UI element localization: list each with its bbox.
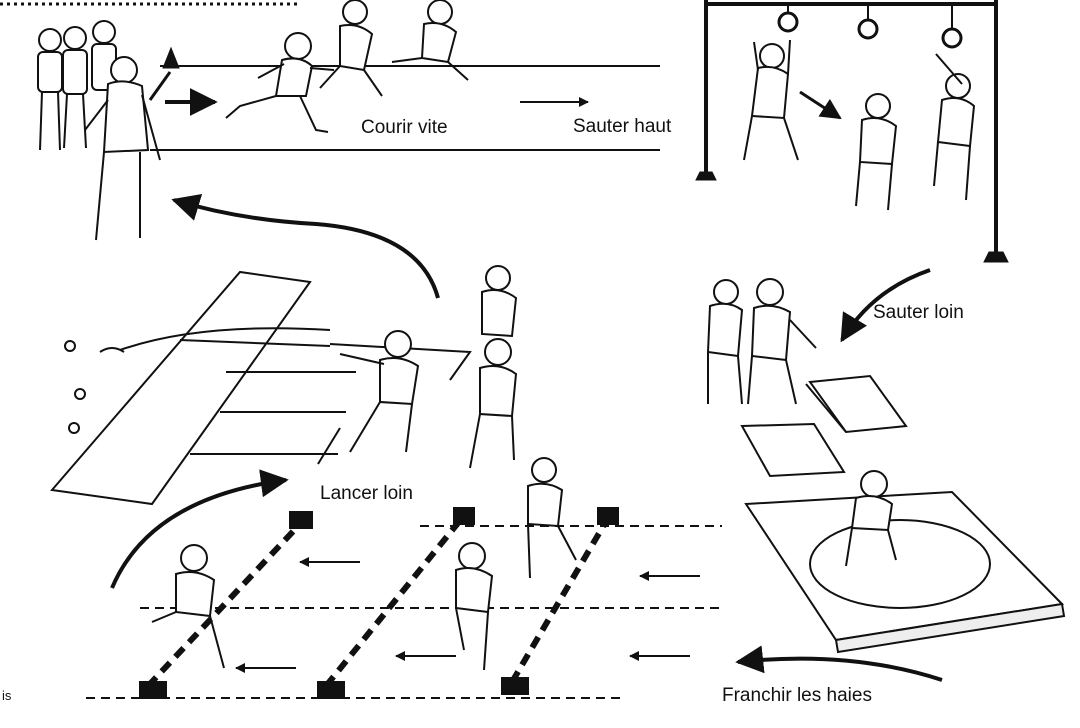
arrow-to-hurdles	[735, 645, 943, 682]
runners	[225, 0, 469, 133]
start-cone	[162, 46, 180, 69]
hurdles-lanes	[86, 525, 722, 699]
running-track	[148, 46, 660, 151]
high-jump-frame	[695, 0, 1009, 263]
label-franchir-les-haies: Franchir les haies	[722, 685, 872, 706]
label-courir-vite: Courir vite	[361, 117, 448, 138]
hurdles	[139, 507, 619, 699]
children-waiting	[37, 20, 161, 241]
long-jumpers	[706, 278, 897, 567]
start-pole	[148, 71, 172, 101]
label-lancer-loin: Lancer loin	[320, 483, 413, 504]
high-jumpers	[743, 39, 976, 211]
corner-text-fragment: is	[2, 688, 12, 703]
arrow-to-long-jump	[840, 268, 931, 343]
ring-1	[777, 11, 799, 33]
label-sauter-loin: Sauter loin	[873, 302, 964, 323]
hurdlers	[151, 457, 577, 671]
throwing-area	[50, 270, 472, 506]
ring-2	[857, 18, 879, 40]
long-jump-area	[740, 374, 1066, 654]
ring-3	[941, 27, 963, 49]
arrow-to-throw	[110, 469, 289, 589]
high-jump-arrow	[799, 90, 842, 120]
arrow-to-start	[171, 193, 440, 299]
label-sauter-haut: Sauter haut	[573, 116, 672, 137]
throwers	[339, 265, 518, 469]
